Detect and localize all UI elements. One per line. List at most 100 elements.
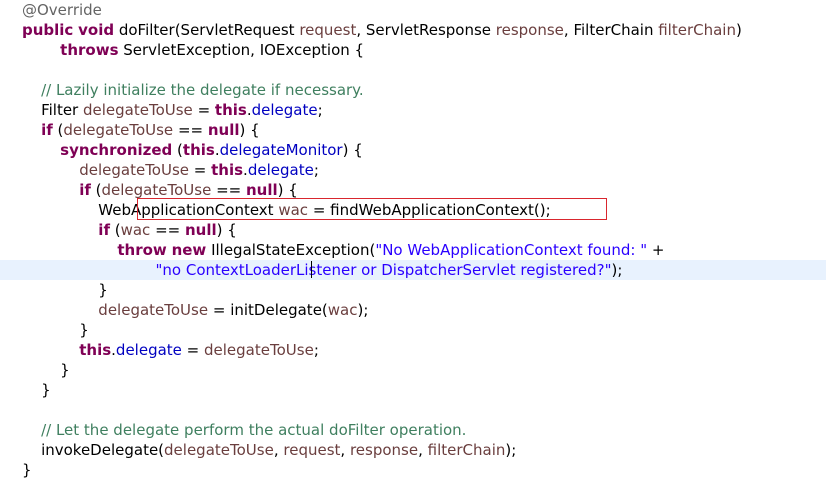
code-line[interactable]: Filter delegateToUse = this.delegate; xyxy=(0,100,826,120)
code-token: if xyxy=(41,121,53,139)
code-token: doFilter(ServletRequest xyxy=(114,21,300,39)
code-line[interactable]: WebApplicationContext wac = findWebAppli… xyxy=(0,200,826,220)
code-token xyxy=(22,261,156,279)
code-line[interactable]: if (delegateToUse == null) { xyxy=(0,180,826,200)
code-line[interactable]: throw new IllegalStateException("No WebA… xyxy=(0,240,826,260)
code-token: delegate xyxy=(247,161,314,179)
code-line[interactable]: } xyxy=(0,280,826,300)
code-token: delegateToUse xyxy=(63,121,174,139)
code-token: ( xyxy=(109,221,121,239)
code-token: delegateToUse xyxy=(101,181,212,199)
code-token: ) { xyxy=(277,181,298,199)
code-token: null xyxy=(207,121,240,139)
code-line[interactable]: } xyxy=(0,380,826,400)
code-line[interactable]: @Override xyxy=(0,0,826,20)
code-token: this xyxy=(214,101,247,119)
code-line-content: Filter delegateToUse = this.delegate; xyxy=(22,100,323,120)
code-line-content: throw new IllegalStateException("No WebA… xyxy=(22,240,664,260)
code-token: . xyxy=(214,141,220,159)
code-token: this xyxy=(79,341,112,359)
code-line-content: // Let the delegate perform the actual d… xyxy=(22,420,466,440)
code-token: delegateToUse xyxy=(204,341,314,359)
code-token: this xyxy=(182,141,215,159)
code-line[interactable]: throws ServletException, IOException { xyxy=(0,40,826,60)
code-line[interactable]: } xyxy=(0,320,826,340)
code-token: synchronized xyxy=(60,141,173,159)
code-token xyxy=(22,81,41,99)
code-line[interactable]: // Let the delegate perform the actual d… xyxy=(0,420,826,440)
code-token: } xyxy=(22,321,89,339)
code-token: . xyxy=(243,161,248,179)
code-token: this xyxy=(211,161,244,179)
code-token: response xyxy=(495,21,564,39)
code-token: } xyxy=(22,281,108,299)
code-token xyxy=(22,421,41,439)
code-token: new xyxy=(171,241,207,259)
code-token xyxy=(22,221,98,239)
code-token: throw xyxy=(117,241,167,259)
code-line-content: if (wac == null) { xyxy=(22,220,237,240)
code-line[interactable]: "no ContextLoaderListener or DispatcherS… xyxy=(0,260,826,280)
code-token: == xyxy=(211,181,246,199)
code-line[interactable] xyxy=(0,400,826,420)
code-line-content: if (delegateToUse == null) { xyxy=(22,120,260,140)
code-token: Filter xyxy=(22,101,83,119)
code-token xyxy=(22,161,79,179)
code-line-content: } xyxy=(22,360,70,380)
code-line-content: WebApplicationContext wac = findWebAppli… xyxy=(22,200,551,220)
text-cursor xyxy=(311,261,312,278)
code-token: ServletException, IOException { xyxy=(118,41,365,59)
code-line[interactable]: synchronized (this.delegateMonitor) { xyxy=(0,140,826,160)
code-line-content: this.delegate = delegateToUse; xyxy=(22,340,319,360)
code-token: . xyxy=(111,341,116,359)
code-line[interactable]: if (wac == null) { xyxy=(0,220,826,240)
code-token: ( xyxy=(172,141,183,159)
code-token: ( xyxy=(90,181,102,199)
code-token: // Let the delegate perform the actual d… xyxy=(41,421,467,439)
code-line[interactable] xyxy=(0,60,826,80)
code-line[interactable]: delegateToUse = initDelegate(wac); xyxy=(0,300,826,320)
code-token: delegateToUse xyxy=(79,161,190,179)
code-token: void xyxy=(78,21,115,39)
code-line[interactable]: // Lazily initialize the delegate if nec… xyxy=(0,80,826,100)
code-line-content: } xyxy=(22,320,89,340)
code-token: null xyxy=(185,221,217,239)
code-line[interactable]: if (delegateToUse == null) { xyxy=(0,120,826,140)
code-token: = findWebApplicationContext(); xyxy=(308,201,551,219)
code-line[interactable]: invokeDelegate(delegateToUse, request, r… xyxy=(0,440,826,460)
code-token: IllegalStateException( xyxy=(206,241,376,259)
code-line[interactable]: public void doFilter(ServletRequest requ… xyxy=(0,20,826,40)
code-token xyxy=(22,341,79,359)
code-line[interactable]: this.delegate = delegateToUse; xyxy=(0,340,826,360)
code-token: ) { xyxy=(239,121,260,139)
code-token: ); xyxy=(357,301,369,319)
code-token: ( xyxy=(52,121,64,139)
code-line-content: } xyxy=(22,280,108,300)
code-line-content: } xyxy=(22,380,51,400)
code-line-content: delegateToUse = initDelegate(wac); xyxy=(22,300,368,320)
code-line-content: "no ContextLoaderListener or DispatcherS… xyxy=(22,260,623,280)
code-line[interactable]: delegateToUse = this.delegate; xyxy=(0,160,826,180)
code-token: == xyxy=(150,221,185,239)
code-line-content: if (delegateToUse == null) { xyxy=(22,180,298,200)
code-token: ) xyxy=(735,21,742,39)
code-token xyxy=(22,141,60,159)
code-line-content: throws ServletException, IOException { xyxy=(22,40,364,60)
code-token: wac xyxy=(278,201,309,219)
code-token: ) { xyxy=(342,141,363,159)
code-token xyxy=(22,41,60,59)
code-token: filterChain xyxy=(427,441,506,459)
code-token: = xyxy=(189,161,212,179)
code-token: , FilterChain xyxy=(563,21,659,39)
code-token: = initDelegate( xyxy=(208,301,328,319)
code-line[interactable]: } xyxy=(0,460,826,480)
code-line[interactable]: } xyxy=(0,360,826,380)
code-token: invokeDelegate( xyxy=(22,441,165,459)
code-token: delegateToUse xyxy=(98,301,209,319)
code-token: delegateMonitor xyxy=(219,141,343,159)
code-token: "No WebApplicationContext found: " xyxy=(375,241,648,259)
code-token: request xyxy=(299,21,357,39)
code-token: if xyxy=(98,221,110,239)
code-line-content: } xyxy=(22,460,32,480)
